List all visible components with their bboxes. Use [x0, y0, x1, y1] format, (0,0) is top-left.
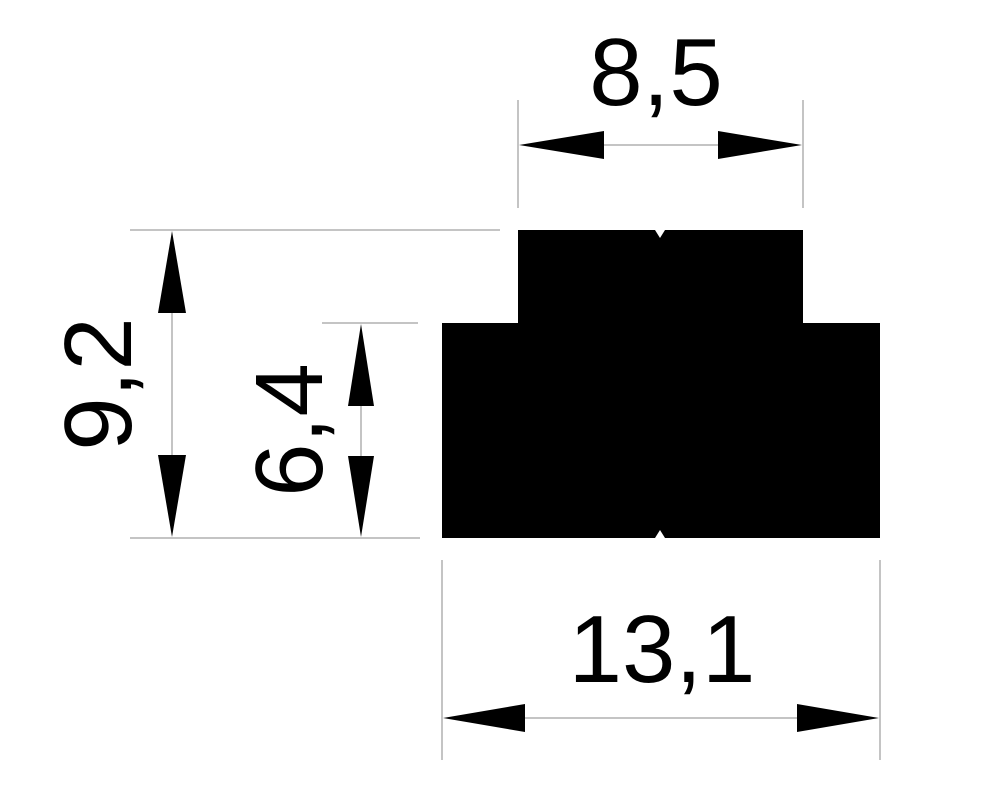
arrowhead-down [158, 455, 186, 537]
arrowhead-up [158, 231, 186, 313]
arrowhead-right [718, 131, 802, 159]
profile-shape [442, 230, 880, 538]
dimension-label-base-height: 6,4 [236, 363, 343, 496]
arrowhead-up [348, 324, 374, 406]
dimension-base-height: 6,4 [236, 322, 418, 537]
dimension-label-total-height: 9,2 [45, 317, 152, 450]
dimension-total-height: 9,2 [45, 229, 500, 539]
dimension-top-width: 8,5 [517, 19, 804, 208]
arrowhead-right [797, 704, 879, 732]
dimension-bottom-width: 13,1 [441, 560, 881, 760]
arrowhead-down [348, 456, 374, 537]
arrowhead-left [519, 131, 604, 159]
dimension-label-bottom-width: 13,1 [569, 596, 756, 703]
arrowhead-left [443, 704, 525, 732]
dimension-label-top-width: 8,5 [589, 19, 722, 126]
